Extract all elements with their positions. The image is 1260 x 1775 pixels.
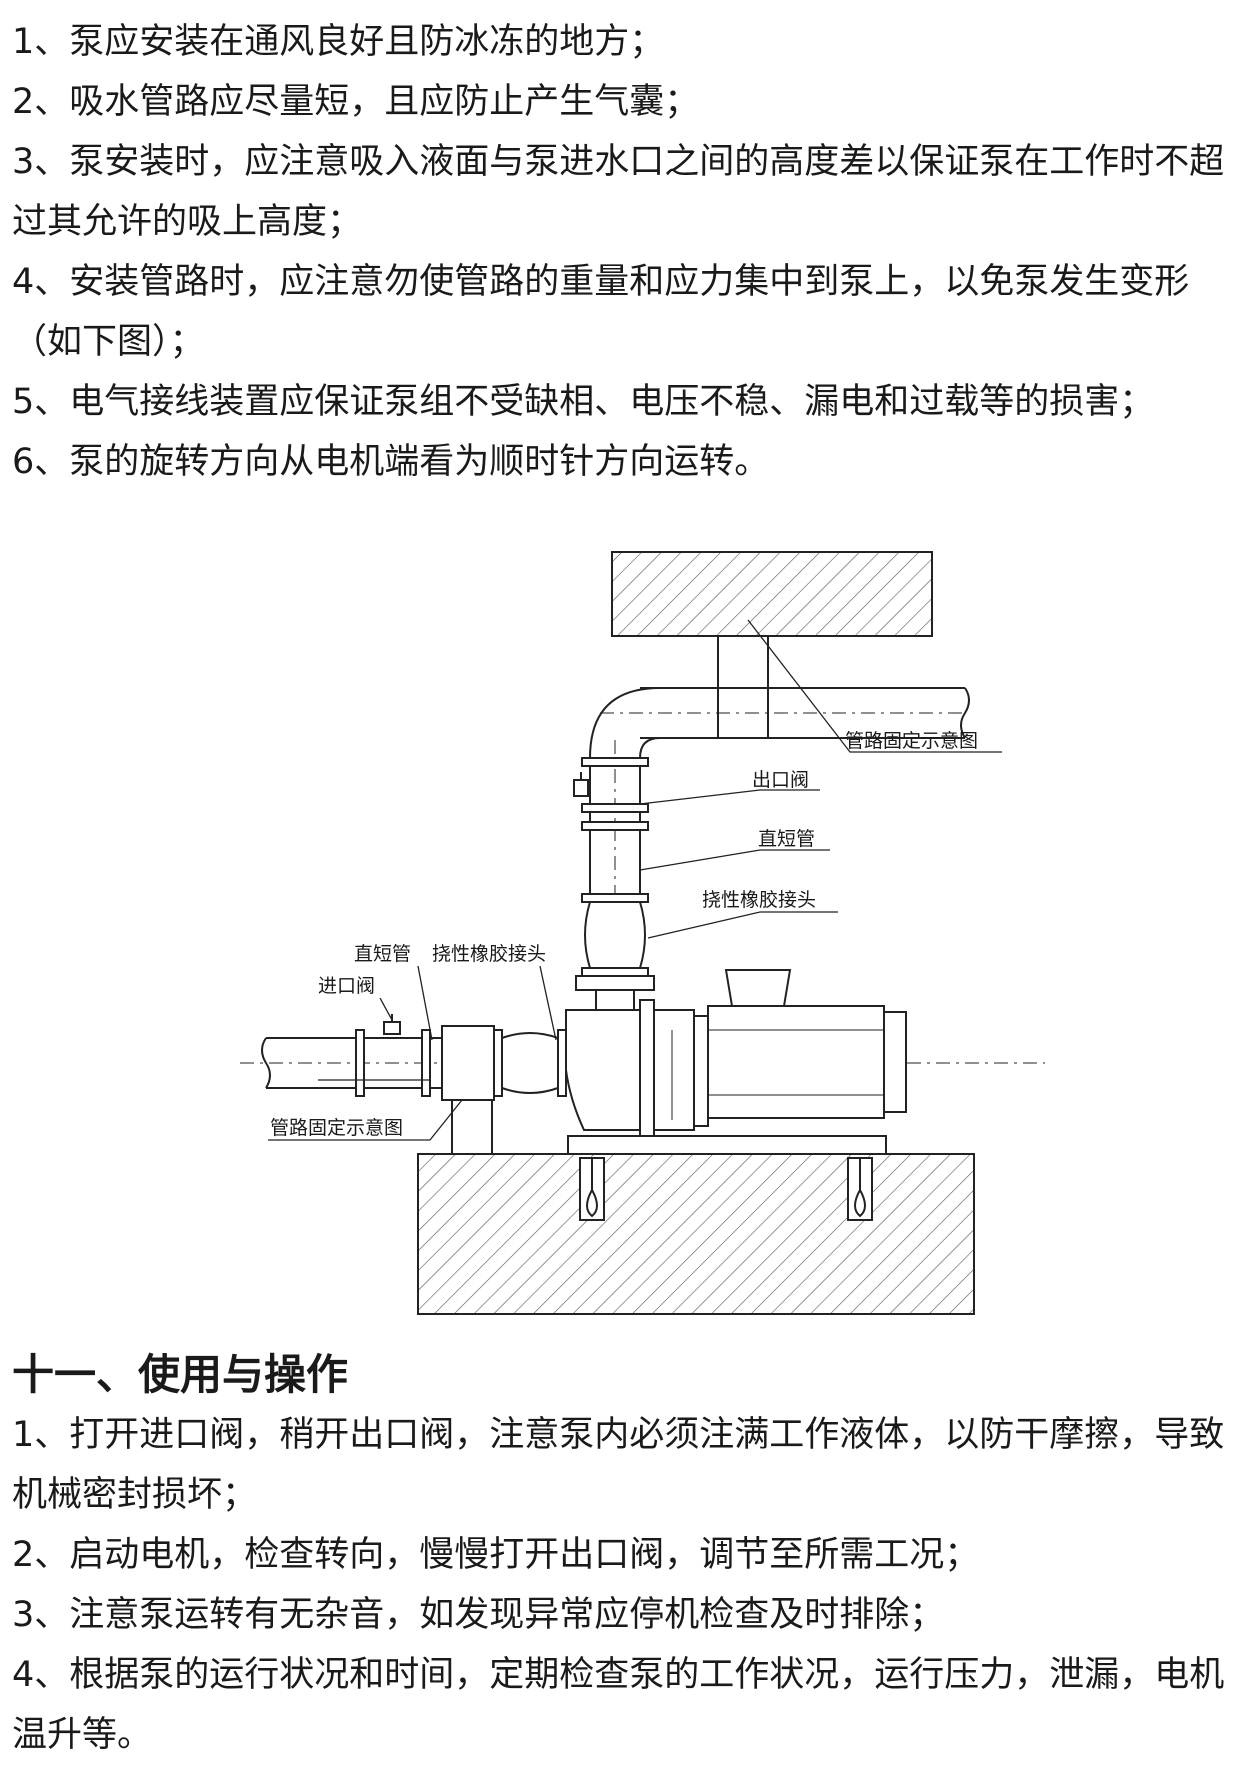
label-pipe-fixing-bottom: 管路固定示意图 xyxy=(270,1117,403,1139)
install-note-3: 3、泵安装时，应注意吸入液面与泵进水口之间的高度差以保证泵在工作时不超过其允许的… xyxy=(12,142,1225,242)
operation-note-2: 2、启动电机，检查转向，慢慢打开出口阀，调节至所需工况； xyxy=(12,1535,980,1575)
label-flex-joint-horizontal: 挠性橡胶接头 xyxy=(432,943,546,965)
pump-installation-diagram: 管路固定示意图 出口阀 直短管 挠性橡胶接头 直短管 挠性橡胶接头 进口阀 管路… xyxy=(240,551,1045,1315)
pump-casing xyxy=(565,999,709,1141)
inlet-valve-handle xyxy=(383,1014,401,1035)
base-plate xyxy=(567,1135,887,1155)
foundation-block xyxy=(417,1153,975,1315)
anchor-bolts xyxy=(579,1157,873,1221)
inlet-flanges xyxy=(355,1029,567,1097)
flex-joint-horizontal xyxy=(501,1032,559,1094)
outlet-elbow xyxy=(589,687,661,759)
motor xyxy=(707,969,907,1119)
operation-note-1: 1、打开进口阀，稍开出口阀，注意泵内必须注满工作液体，以防干摩擦，导致机械密封损… xyxy=(12,1415,1225,1515)
label-outlet-valve: 出口阀 xyxy=(752,769,809,791)
label-flex-joint-vertical: 挠性橡胶接头 xyxy=(702,889,816,911)
flex-joint-vertical xyxy=(581,901,649,977)
label-straight-pipe-horizontal: 直短管 xyxy=(354,943,411,965)
install-note-4: 4、安装管路时，应注意勿使管路的重量和应力集中到泵上，以免泵发生变形（如下图）； xyxy=(12,262,1190,362)
install-note-2: 2、吸水管路应尽量短，且应防止产生气囊； xyxy=(12,82,700,122)
install-note-5: 5、电气接线装置应保证泵组不受缺相、电压不稳、漏电和过载等的损害； xyxy=(12,382,1155,422)
outlet-valve-handle xyxy=(573,772,589,797)
pump-outlet-flange xyxy=(575,975,655,1011)
operation-note-4: 4、根据泵的运行状况和时间，定期检查泵的工作状况，运行压力，泄漏，电机温升等。 xyxy=(12,1655,1225,1755)
leader-lines xyxy=(268,619,1002,1141)
operation-note-3: 3、注意泵运转有无杂音，如发现异常应停机检查及时排除； xyxy=(12,1595,945,1635)
label-inlet-valve: 进口阀 xyxy=(318,975,375,997)
label-straight-pipe-vertical: 直短管 xyxy=(758,828,815,850)
outlet-pipe-horizontal xyxy=(600,687,970,739)
label-pipe-fixing-top: 管路固定示意图 xyxy=(845,730,978,752)
section-title: 十一、使用与操作 xyxy=(12,1350,349,1399)
vertical-flanges xyxy=(581,757,649,903)
bottom-pipe-support xyxy=(441,1025,495,1155)
install-note-1: 1、泵应安装在通风良好且防冰冻的地方； xyxy=(12,22,665,62)
ceiling-block xyxy=(611,551,933,637)
install-note-6: 6、泵的旋转方向从电机端看为顺时针方向运转。 xyxy=(12,442,770,482)
